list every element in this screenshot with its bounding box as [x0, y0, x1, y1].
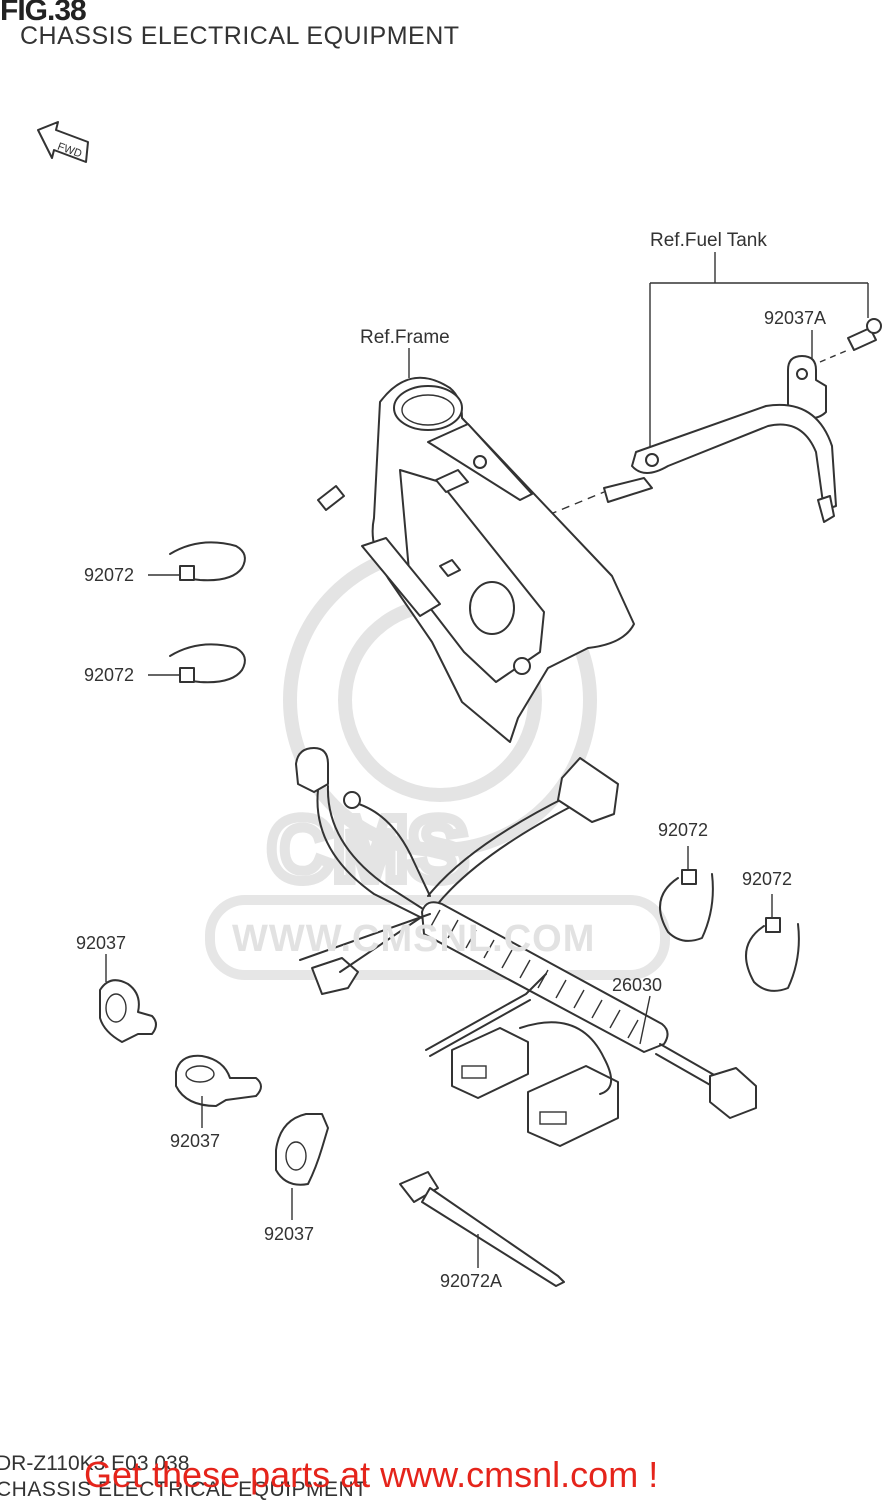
part-number-clamp-lower[interactable]: 92037: [264, 1224, 315, 1244]
part-number-band-right-lower[interactable]: 92072: [742, 869, 793, 889]
footer-title: CHASSIS ELECTRICAL EQUIPMENT: [0, 1478, 368, 1501]
forward-arrow-icon: FWD: [37, 121, 89, 163]
clamp-left-part: [99, 954, 157, 1043]
cta-link[interactable]: Get these parts at www.cmsnl.com !: [84, 1454, 659, 1495]
wiring-harness-part: [295, 747, 757, 1147]
footer-model-code: DR-Z110K3 E03 038: [0, 1452, 190, 1475]
part-number-clamp-center[interactable]: 92037: [170, 1131, 221, 1151]
part-number-clamp-left[interactable]: 92037: [76, 933, 127, 953]
part-number-band-middle[interactable]: 92072: [84, 665, 135, 685]
watermark-text: WWW.CMSNL.COM: [232, 918, 596, 960]
figure-number: FIG.38: [0, 0, 87, 27]
svg-text:CMS: CMS: [268, 800, 468, 900]
page-title: CHASSIS ELECTRICAL EQUIPMENT: [20, 22, 460, 50]
band-right-lower-part: [745, 894, 800, 992]
fuel-tank-ref-bracket: [408, 252, 869, 452]
fuel-tank-ref-label: Ref.Fuel Tank: [650, 230, 767, 251]
bolt-clip-part: [787, 318, 882, 420]
part-number-long-tie[interactable]: 92072A: [440, 1271, 503, 1291]
part-number-band-upper[interactable]: 92072: [84, 565, 135, 585]
clamp-center-part: [175, 1054, 262, 1128]
part-number-band-right-upper[interactable]: 92072: [658, 820, 709, 840]
fuel-tank-bracket: [535, 403, 837, 523]
band-middle-part: [148, 643, 246, 684]
part-number-harness[interactable]: 26030: [612, 975, 663, 995]
clamp-lower-part: [275, 1113, 329, 1220]
long-tie-part: [399, 1171, 565, 1287]
frame-part: [317, 376, 635, 743]
part-number-bolt-clip[interactable]: 92037A: [764, 308, 827, 328]
band-right-upper-part: [659, 846, 714, 942]
band-upper-part: [148, 541, 246, 582]
frame-ref-label: Ref.Frame: [360, 327, 450, 348]
